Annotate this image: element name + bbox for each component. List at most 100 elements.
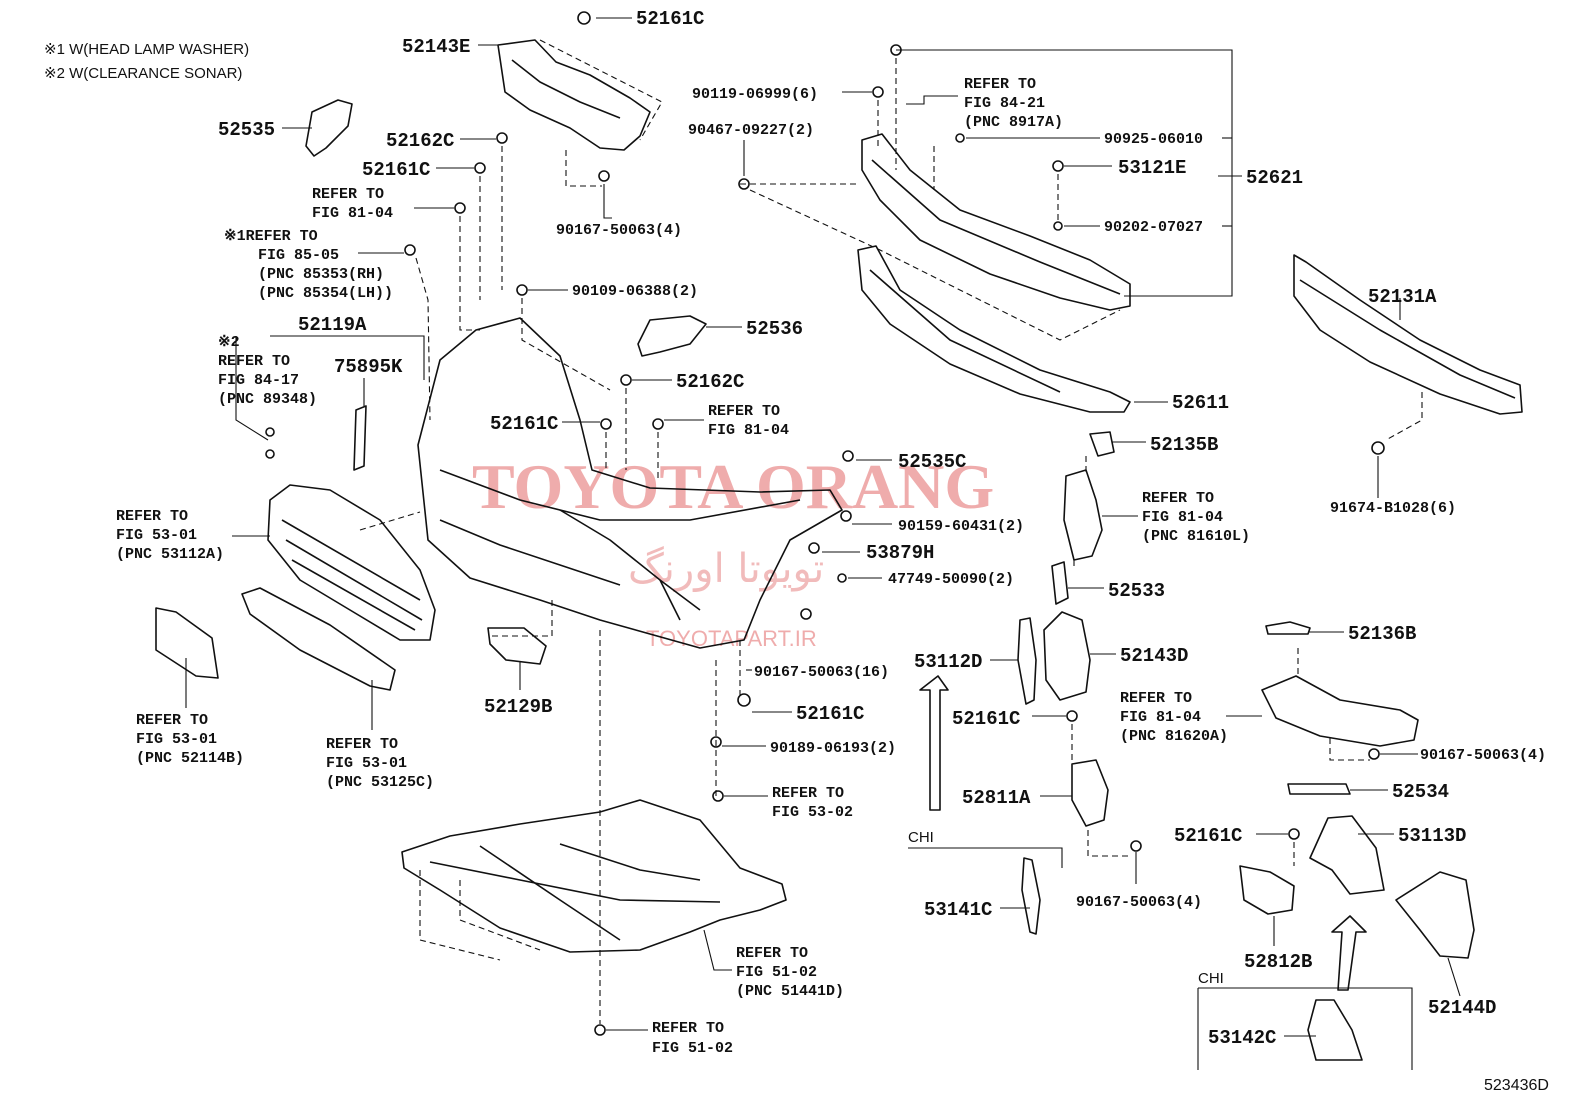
label-ref-8505-2: FIG 85-05 <box>258 247 339 264</box>
note-clearance-sonar: ※2 W(CLEARANCE SONAR) <box>44 65 242 82</box>
label-52131a: 52131A <box>1368 286 1437 308</box>
label-ref-8505-3: (PNC 85353(RH) <box>258 266 384 283</box>
part-52534-shape <box>1287 783 1351 795</box>
part-52119a-bumper-shape <box>417 317 843 649</box>
label-chi-b: CHI <box>1198 970 1224 987</box>
label-52161c-d: 52161C <box>952 708 1020 730</box>
label-52129b: 52129B <box>484 696 552 718</box>
label-ref-5301b-2: FIG 53-01 <box>136 731 217 748</box>
label-ref-5301a-2: FIG 53-01 <box>116 527 197 544</box>
label-ref-5301a-1: REFER TO <box>116 508 188 525</box>
part-52144d-shape <box>1395 871 1475 959</box>
watermark-persian: تویوتا اورنگ <box>628 546 824 592</box>
part-53141c-shape <box>1021 857 1041 935</box>
label-ref-8417-2: FIG 84-17 <box>218 372 299 389</box>
label-ref-5301a-3: (PNC 53112A) <box>116 546 224 563</box>
part-52136b-shape <box>1265 621 1311 635</box>
label-ref-5102a-1: REFER TO <box>736 945 808 962</box>
label-ref-5301b-1: REFER TO <box>136 712 208 729</box>
part-52535-shape <box>305 99 353 157</box>
label-ref-8104-c-3: (PNC 81610L) <box>1142 528 1250 545</box>
label-ref-8104-c-1: REFER TO <box>1142 490 1214 507</box>
note-head-lamp-washer: ※1 W(HEAD LAMP WASHER) <box>44 41 249 58</box>
label-90159: 90159-60431(2) <box>898 518 1024 535</box>
label-ref-8104-d-1: REFER TO <box>1120 690 1192 707</box>
label-90167-4b: 90167-50063(4) <box>1420 747 1546 764</box>
part-52811a-shape <box>1071 759 1109 827</box>
label-ref-8104-d-3: (PNC 81620A) <box>1120 728 1228 745</box>
label-52161c-a: 52161C <box>362 159 430 181</box>
label-52535c: 52535C <box>898 451 966 473</box>
label-52162c-b: 52162C <box>676 371 744 393</box>
part-license-bracket-shape <box>155 607 219 679</box>
part-53112d-shape <box>1017 617 1037 705</box>
part-52143e-shape <box>497 39 663 187</box>
label-ref-5301c-2: FIG 53-01 <box>326 755 407 772</box>
label-52119a: 52119A <box>298 314 367 336</box>
leader-lines <box>185 17 1461 1070</box>
part-52812b-shape <box>1239 865 1295 915</box>
label-ref-8104-b-2: FIG 81-04 <box>708 422 789 439</box>
label-90167-16: 90167-50063(16) <box>754 664 889 681</box>
part-52135b-shape <box>1089 431 1115 457</box>
part-side-bracket-shape <box>1063 469 1103 561</box>
label-53112d: 53112D <box>914 651 982 673</box>
part-53113d-shape <box>1309 815 1385 895</box>
label-75895k: 75895K <box>334 356 403 378</box>
label-ref-8505-1: ※1REFER TO <box>224 228 318 245</box>
label-52161c-b: 52161C <box>490 413 558 435</box>
label-ref-5102b-2: FIG 51-02 <box>652 1040 733 1057</box>
label-ref-5302-2: FIG 53-02 <box>772 804 853 821</box>
label-ref-8421-3: (PNC 8917A) <box>964 114 1063 131</box>
label-ref-8417-0: ※2 <box>218 334 240 351</box>
label-52811a: 52811A <box>962 787 1031 809</box>
diagram-code: 523436D <box>1484 1077 1549 1094</box>
label-52144d: 52144D <box>1428 997 1496 1019</box>
label-52621: 52621 <box>1246 167 1303 189</box>
label-53879h: 53879H <box>866 542 934 564</box>
part-undercover-shape <box>401 799 787 953</box>
label-52533: 52533 <box>1108 580 1165 602</box>
label-52161c-e: 52161C <box>1174 825 1242 847</box>
label-ref-8505-4: (PNC 85354(LH)) <box>258 285 393 302</box>
label-90109: 90109-06388(2) <box>572 283 698 300</box>
label-52535: 52535 <box>218 119 275 141</box>
part-52143d-shape <box>1043 611 1091 701</box>
label-90167-4a: 90167-50063(4) <box>556 222 682 239</box>
label-52812b: 52812B <box>1244 951 1312 973</box>
label-52143d: 52143D <box>1120 645 1188 667</box>
label-53121e: 53121E <box>1118 157 1186 179</box>
part-lower-spoiler-shape <box>241 587 396 691</box>
label-52162c-a: 52162C <box>386 130 454 152</box>
part-grille-shape <box>267 484 436 641</box>
part-52131a-shape <box>1293 254 1523 415</box>
label-53142c: 53142C <box>1208 1027 1276 1049</box>
arrow-up-icon-right <box>1331 915 1367 991</box>
part-52533-shape <box>1051 561 1069 605</box>
label-ref-5301c-1: REFER TO <box>326 736 398 753</box>
part-fog-lamp-shape <box>1261 675 1419 747</box>
part-52621-shape <box>861 133 1131 311</box>
label-91674: 91674-B1028(6) <box>1330 500 1456 517</box>
label-ref-5102a-2: FIG 51-02 <box>736 964 817 981</box>
label-90467: 90467-09227(2) <box>688 122 814 139</box>
label-53141c: 53141C <box>924 899 992 921</box>
part-52536-shape <box>637 315 707 357</box>
label-52143e: 52143E <box>402 36 470 58</box>
label-ref-5301b-3: (PNC 52114B) <box>136 750 244 767</box>
label-ref-8421-1: REFER TO <box>964 76 1036 93</box>
label-52611: 52611 <box>1172 392 1229 414</box>
label-ref-8421-2: FIG 84-21 <box>964 95 1045 112</box>
label-chi-a: CHI <box>908 829 934 846</box>
label-ref-5102a-3: (PNC 51441D) <box>736 983 844 1000</box>
label-ref-5302-1: REFER TO <box>772 785 844 802</box>
assembly-lines <box>359 58 1423 1024</box>
label-ref-8104-c-2: FIG 81-04 <box>1142 509 1223 526</box>
part-52611-shape <box>857 245 1131 413</box>
label-ref-8104-a-2: FIG 81-04 <box>312 205 393 222</box>
label-90167-4c: 90167-50063(4) <box>1076 894 1202 911</box>
label-90119: 90119-06999(6) <box>692 86 818 103</box>
part-75895k-shape <box>353 405 367 471</box>
